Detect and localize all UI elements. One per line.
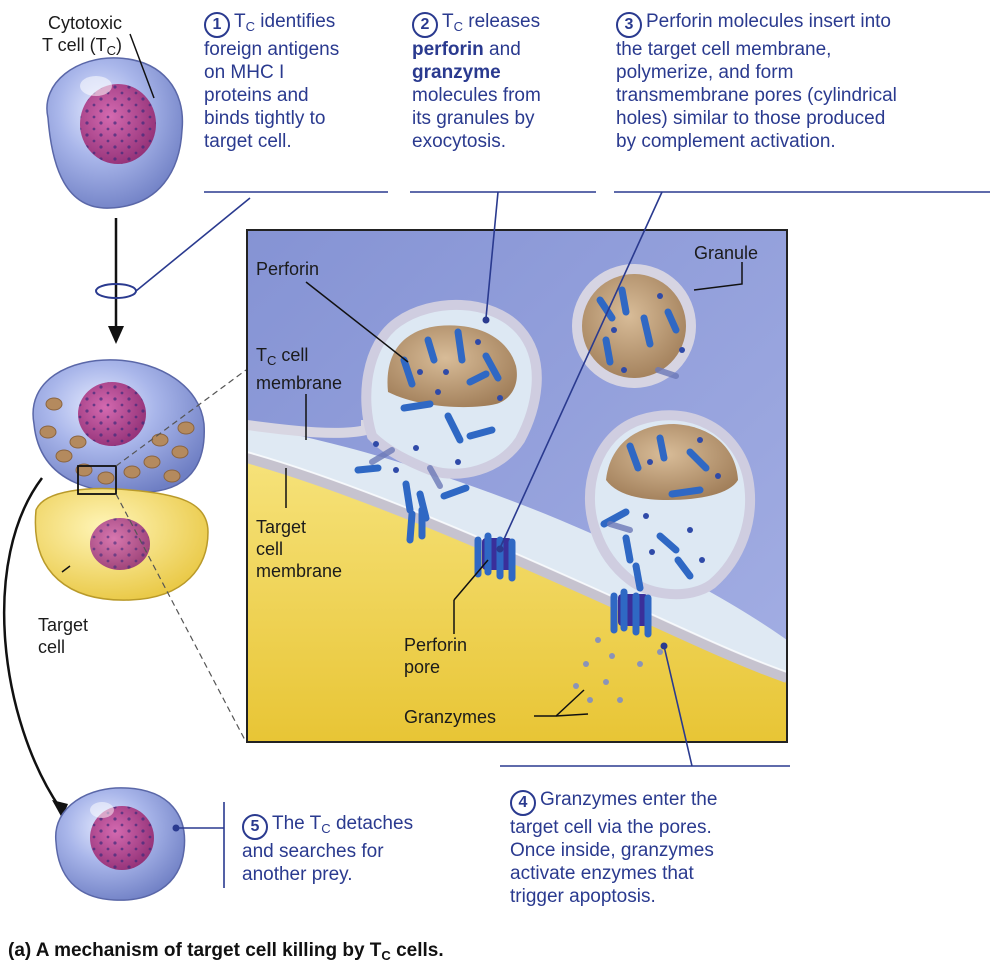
zoom-line-bottom xyxy=(115,493,247,743)
granule-leader xyxy=(693,262,743,291)
granzymes-leader-b xyxy=(555,713,589,717)
tc-cell-bound xyxy=(32,359,205,494)
step4-number: 4 xyxy=(510,790,536,816)
step1-pointer xyxy=(135,197,251,292)
detach-arrow-head xyxy=(52,800,68,818)
detach-arrow xyxy=(3,477,62,809)
perforin-pore-1 xyxy=(474,532,516,582)
target-cell-leader xyxy=(61,565,71,573)
perforin-pore-2 xyxy=(610,588,652,638)
step5-number: 5 xyxy=(242,814,268,840)
tc-membrane-label: TC cell membrane xyxy=(256,345,343,393)
step3-dot xyxy=(496,545,504,553)
step2-pointer xyxy=(485,191,499,319)
step3-pointer xyxy=(499,191,663,549)
target-membrane-label: Target cell membrane xyxy=(256,517,343,581)
inset-panel xyxy=(246,229,788,743)
step2-dot xyxy=(482,316,490,324)
perforin-pore-label: Perforin pore xyxy=(404,635,468,677)
step4-pointer xyxy=(663,645,693,767)
zoom-box xyxy=(77,465,117,495)
zoom-line-top xyxy=(115,369,247,467)
pore-leader-b xyxy=(453,559,489,601)
granule-label: Granule xyxy=(694,243,759,263)
granzymes-label: Granzymes xyxy=(404,707,497,727)
tc-cell-bottom xyxy=(55,787,186,901)
perforin-label: Perforin xyxy=(256,259,320,279)
step1-number: 1 xyxy=(204,12,230,38)
tc-cell-top xyxy=(46,57,184,209)
perforin-leader xyxy=(305,281,409,363)
cytotoxic-leader-line xyxy=(129,33,155,99)
figure-caption: (a) A mechanism of target cell killing b… xyxy=(8,940,444,963)
step3-number: 3 xyxy=(616,12,642,38)
cytotoxic-label: Cytotoxic T cell (TC) xyxy=(41,13,122,58)
target-cell-label: Target cell xyxy=(38,615,89,657)
step4-dot xyxy=(660,642,668,650)
step2-number: 2 xyxy=(412,12,438,38)
down-arrow-head xyxy=(108,326,124,344)
